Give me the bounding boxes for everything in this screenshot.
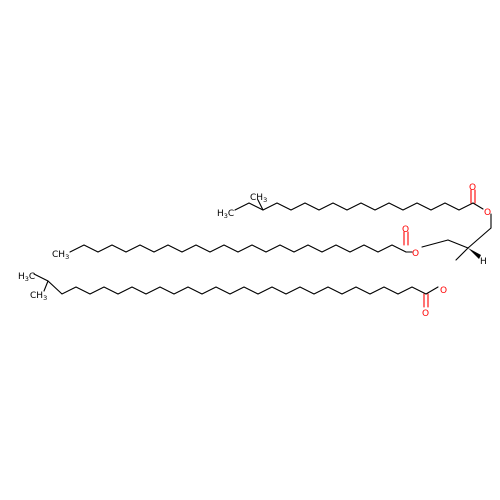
glycerol-bond-5 (455, 247, 469, 261)
glycerol-bond-4 (447, 239, 469, 249)
oxygen-ester-1: O (484, 208, 491, 218)
oxygen-carbonyl-2: O (402, 225, 409, 235)
chain-3-ester-bond (425, 286, 439, 295)
oxygen-ester-2: O (412, 249, 419, 259)
chain-1-methyl-branch (257, 199, 264, 211)
methyl-chain-3-terminal: H3C (18, 272, 35, 283)
methyl-chain-1-terminal: H3C (217, 209, 234, 220)
glycerol-bond-3 (421, 239, 449, 248)
stereo-wedge (468, 248, 481, 259)
oxygen-carbonyl-3: O (422, 309, 429, 319)
chain-3-backbone (33, 273, 427, 295)
oxygen-ester-3: O (440, 286, 447, 296)
methyl-chain-1-branch: CH3 (250, 193, 267, 204)
chain-3-methyl-branch (43, 280, 49, 292)
chain-1-backbone (234, 202, 474, 211)
chain-2-backbone (69, 244, 407, 253)
methyl-chain-3-branch: CH3 (30, 291, 47, 302)
glycerol-bond-2 (467, 227, 492, 249)
bond-lines (33, 189, 492, 308)
atom-labels: O O O O O O H H3C CH3 CH3 H3C CH3 (18, 183, 491, 319)
oxygen-carbonyl-1: O (469, 183, 476, 193)
hydrogen-stereo: H (480, 257, 487, 267)
chain-1-ester-bond (472, 202, 484, 210)
methyl-chain-2-terminal: CH3 (52, 250, 69, 261)
